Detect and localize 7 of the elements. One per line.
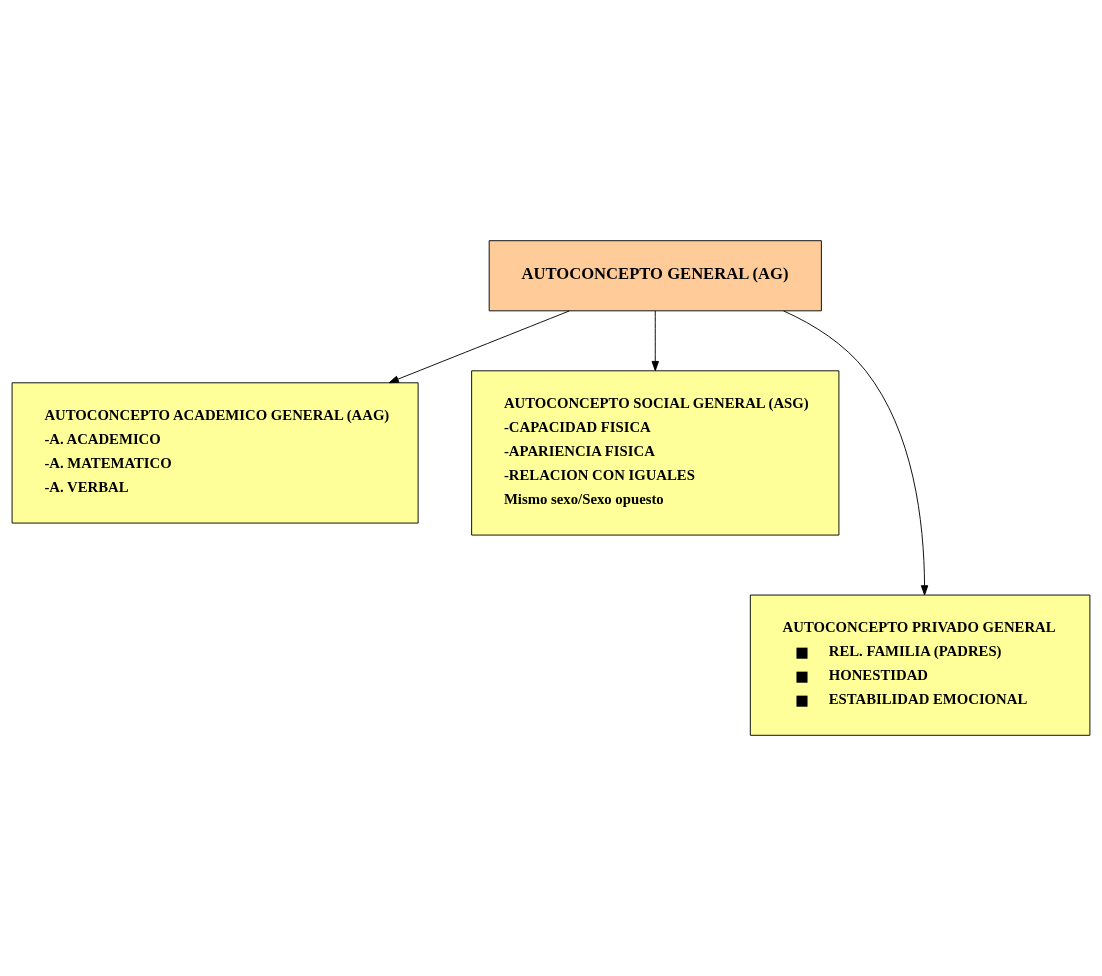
node-box: AUTOCONCEPTO SOCIAL GENERAL (ASG) -CAPACIDAD FISICA -APARIENCIA FISICA -RELACION CON IGUALES Mismo sexo/Sexo opuesto: [471, 370, 840, 536]
node-box: AUTOCONCEPTO GENERAL (AG): [488, 240, 822, 312]
arrow: [783, 310, 929, 596]
node-box: AUTOCONCEPTO PRIVADO GENERAL REL. FAMILIA (PADRES) HONESTIDAD ESTABILIDAD EMOCIONAL: [749, 594, 1091, 736]
arrow: [651, 310, 659, 372]
node-box: AUTOCONCEPTO ACADEMICO GENERAL (AAG) -A. ACADEMICO -A. MATEMATICO -A. VERBAL: [11, 382, 419, 524]
arrow: [388, 310, 570, 384]
